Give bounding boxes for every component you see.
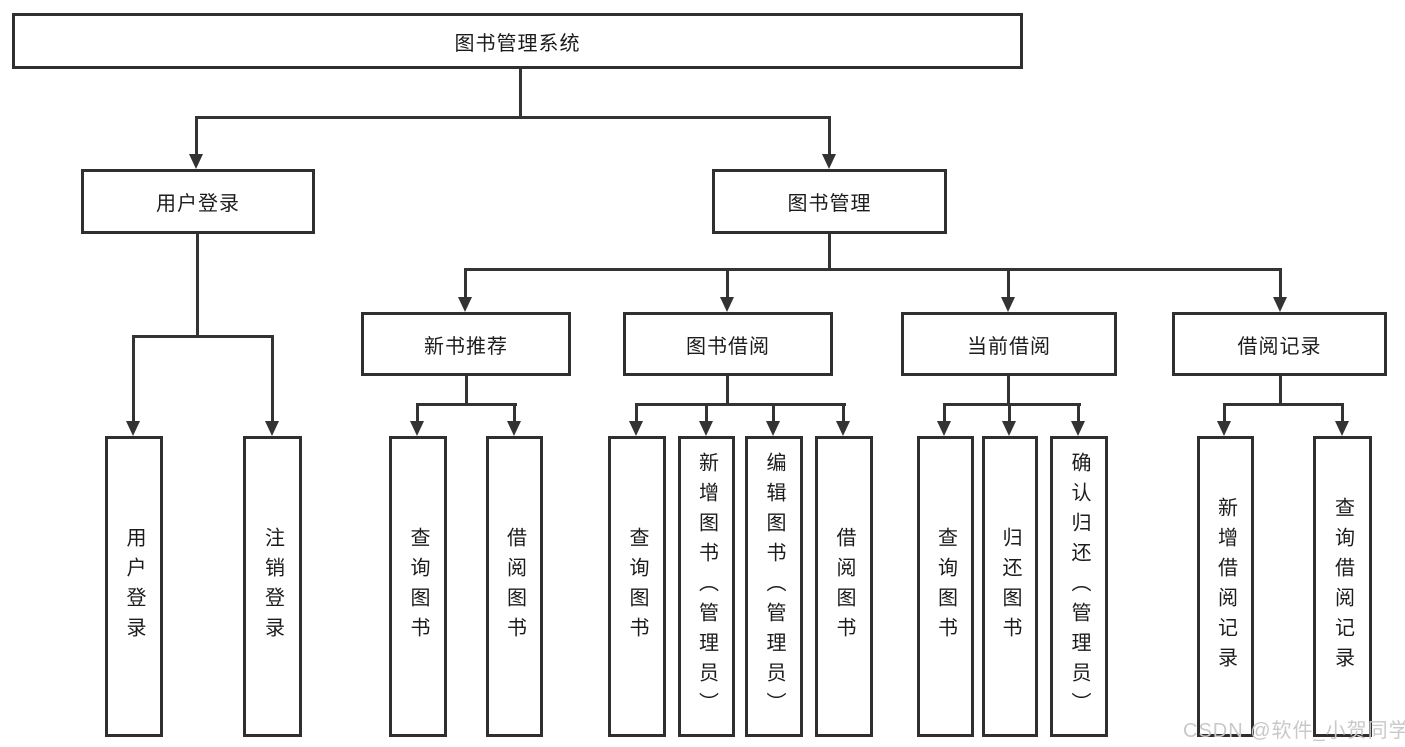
connector-line (705, 403, 708, 423)
arrow-down-icon (265, 421, 279, 436)
connector-line (772, 403, 775, 423)
arrow-down-icon (1002, 421, 1016, 436)
connector-line (1223, 403, 1344, 406)
arrow-down-icon (1001, 297, 1015, 312)
node-new-book-recommend-label: 新书推荐 (424, 335, 508, 358)
node-current-borrow-label: 当前借阅 (967, 335, 1051, 358)
leaf-borrow-query-books-label: 查询图书 (626, 526, 648, 647)
leaf-current-query-books-label: 查询图书 (934, 526, 957, 647)
connector-line (132, 335, 135, 423)
connector-line (464, 268, 467, 299)
connector-line (195, 116, 198, 156)
leaf-borrow-add-books-admin-label: 新增图书（管理员） (695, 451, 718, 722)
leaf-borrow-edit-books-admin: 编辑图书（管理员） (745, 436, 803, 737)
leaf-records-query-record-label: 查询借阅记录 (1331, 496, 1354, 677)
leaf-logout: 注销登录 (243, 436, 302, 737)
leaf-borrow-borrow-books-label: 借阅图书 (833, 526, 855, 647)
connector-line (1279, 376, 1282, 406)
arrow-down-icon (1335, 421, 1349, 436)
connector-line (464, 268, 1282, 271)
leaf-recommend-borrow-books-label: 借阅图书 (503, 526, 526, 647)
connector-line (1223, 403, 1226, 423)
arrow-down-icon (507, 421, 521, 436)
connector-line (1341, 403, 1344, 423)
node-borrow-records: 借阅记录 (1172, 312, 1387, 376)
connector-line (132, 335, 274, 338)
node-root-label: 图书管理系统 (454, 32, 581, 55)
leaf-borrow-borrow-books: 借阅图书 (815, 436, 873, 737)
arrow-down-icon (189, 154, 203, 169)
arrow-down-icon (458, 297, 472, 312)
leaf-records-add-record-label: 新增借阅记录 (1214, 496, 1237, 677)
leaf-user-login-label: 用户登录 (123, 526, 145, 647)
connector-line (195, 116, 831, 119)
connector-line (943, 403, 946, 423)
connector-line (726, 376, 729, 406)
connector-line (519, 69, 522, 119)
leaf-current-return-books-label: 归还图书 (999, 526, 1021, 647)
node-book-management-group-label: 图书管理 (787, 193, 872, 215)
connector-line (416, 403, 517, 406)
connector-line (635, 403, 846, 406)
node-new-book-recommend: 新书推荐 (361, 312, 571, 376)
node-book-borrow: 图书借阅 (623, 312, 833, 376)
connector-line (1007, 268, 1010, 299)
node-borrow-records-label: 借阅记录 (1237, 335, 1322, 358)
connector-line (1279, 268, 1282, 299)
connector-line (513, 403, 516, 423)
node-current-borrow: 当前借阅 (901, 312, 1117, 376)
node-user-login-group-label: 用户登录 (156, 193, 240, 215)
connector-line (635, 403, 638, 423)
node-root: 图书管理系统 (12, 13, 1023, 69)
arrow-down-icon (1071, 421, 1085, 436)
arrow-down-icon (410, 421, 424, 436)
arrow-down-icon (699, 421, 713, 436)
connector-line (828, 234, 831, 271)
arrow-down-icon (766, 421, 780, 436)
leaf-logout-label: 注销登录 (261, 526, 284, 647)
connector-line (1008, 403, 1011, 423)
connector-line (842, 403, 845, 423)
arrow-down-icon (836, 421, 850, 436)
node-user-login-group: 用户登录 (81, 169, 315, 234)
connector-line (943, 403, 1081, 406)
leaf-user-login: 用户登录 (105, 436, 163, 737)
leaf-borrow-add-books-admin: 新增图书（管理员） (678, 436, 735, 737)
connector-line (416, 403, 419, 423)
arrow-down-icon (822, 154, 836, 169)
arrow-down-icon (1217, 421, 1231, 436)
leaf-current-query-books: 查询图书 (917, 436, 974, 737)
csdn-watermark: CSDN @软件_小贺同学 (1183, 720, 1405, 742)
leaf-recommend-query-books-label: 查询图书 (407, 526, 429, 647)
connector-line (271, 335, 274, 423)
leaf-current-confirm-return-admin: 确认归还（管理员） (1050, 436, 1108, 737)
arrow-down-icon (629, 421, 643, 436)
leaf-recommend-borrow-books: 借阅图书 (486, 436, 543, 737)
connector-line (1007, 376, 1010, 406)
arrow-down-icon (720, 297, 734, 312)
leaf-recommend-query-books: 查询图书 (389, 436, 447, 737)
leaf-borrow-query-books: 查询图书 (608, 436, 666, 737)
leaf-borrow-edit-books-admin-label: 编辑图书（管理员） (763, 451, 785, 722)
connector-line (1077, 403, 1080, 423)
connector-line (196, 234, 199, 338)
leaf-current-return-books: 归还图书 (982, 436, 1038, 737)
leaf-records-add-record: 新增借阅记录 (1197, 436, 1254, 737)
node-book-borrow-label: 图书借阅 (686, 335, 770, 358)
connector-line (726, 268, 729, 299)
leaf-current-confirm-return-admin-label: 确认归还（管理员） (1068, 451, 1090, 722)
arrow-down-icon (937, 421, 951, 436)
arrow-down-icon (126, 421, 140, 436)
connector-line (828, 116, 831, 156)
connector-line (465, 376, 468, 406)
node-book-management-group: 图书管理 (712, 169, 947, 234)
leaf-records-query-record: 查询借阅记录 (1313, 436, 1372, 737)
arrow-down-icon (1273, 297, 1287, 312)
